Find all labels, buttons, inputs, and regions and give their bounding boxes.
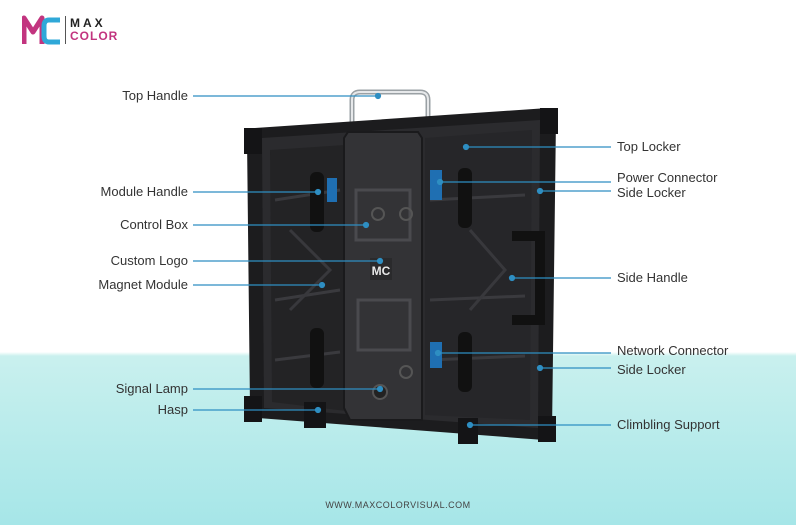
brand-logo: MAX COLOR: [22, 14, 118, 46]
svg-text:MC: MC: [372, 264, 391, 278]
label-magnet-module: Magnet Module: [98, 277, 188, 292]
logo-wordmark: MAX COLOR: [70, 17, 118, 43]
leader-lines: [193, 92, 611, 429]
label-custom-logo: Custom Logo: [110, 253, 188, 268]
label-side-handle: Side Handle: [617, 270, 688, 285]
logo-text-color: COLOR: [70, 29, 119, 43]
top-handle-part: [349, 89, 431, 128]
label-module-handle: Module Handle: [100, 184, 188, 199]
logo-divider: [65, 16, 66, 44]
label-top-handle: Top Handle: [122, 88, 188, 103]
label-side-locker-top: Side Locker: [617, 185, 686, 200]
label-side-locker-bottom: Side Locker: [617, 362, 686, 377]
mc-logo-icon: [22, 15, 60, 45]
label-network-connector: Network Connector: [617, 343, 729, 358]
footer-url: WWW.MAXCOLORVISUAL.COM: [325, 500, 471, 510]
control-box-part: MC: [343, 131, 423, 421]
logo-text-max: MAX: [70, 16, 106, 30]
label-hasp: Hasp: [157, 402, 188, 417]
label-climbing-support: Climbling Support: [617, 417, 720, 432]
label-signal-lamp: Signal Lamp: [115, 381, 188, 396]
label-top-locker: Top Locker: [617, 139, 681, 154]
label-power-connector: Power Connector: [617, 170, 718, 185]
label-control-box: Control Box: [120, 217, 188, 232]
